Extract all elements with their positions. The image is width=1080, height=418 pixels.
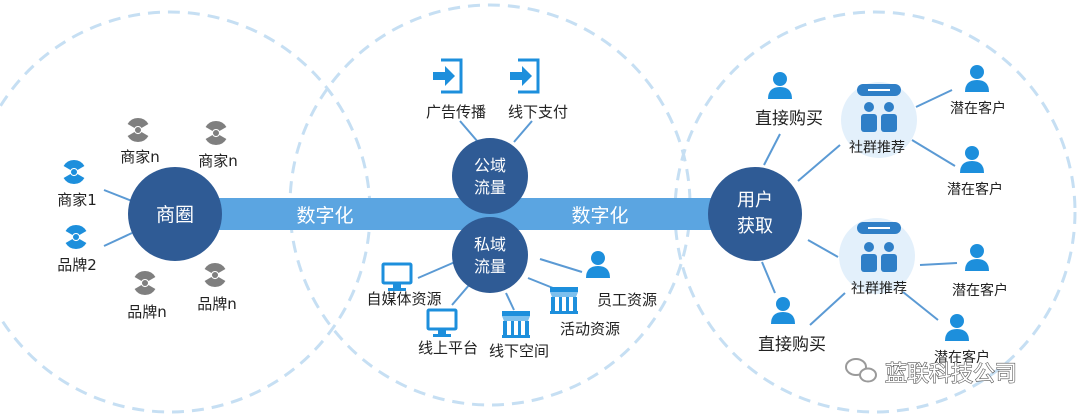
channel-advertising: 广告传播 [426,58,486,121]
watermark-text: 蓝联科技公司 [885,362,1017,387]
group-referral-label: 社群推荐 [849,140,905,156]
group-referral-top: 社群推荐 [841,82,917,158]
hub-user-line2: 获取 [737,216,773,237]
person-gray-icon [204,263,226,288]
channel-label: 线上平台 [418,339,478,357]
monitor-icon [426,308,458,337]
channel-self-media: 自媒体资源 [366,262,442,308]
person-blue-icon [63,160,85,185]
enter-arrow-icon [433,58,463,94]
hub-public-line2: 流量 [474,178,506,197]
people-group-icon [861,242,897,272]
channel-label: 线下空间 [489,342,549,360]
person-icon [771,297,795,324]
channel-staff-resources: 员工资源 [586,251,657,309]
person-icon [945,314,969,341]
person-icon [768,72,792,99]
person-gray-icon [205,121,227,146]
channel-event-resources: 活动资源 [550,287,620,338]
prospect-4: 潜在客户 [934,314,990,366]
hub-user-line1: 用户 [737,190,773,211]
merchant-label: 商家1 [57,191,97,209]
prospect-1: 潜在客户 [950,65,1006,117]
person-icon [960,146,984,173]
people-group-icon [861,102,897,132]
middle-edges [417,120,583,311]
enter-arrow-icon [510,58,540,94]
hub-private-line1: 私域 [474,235,506,254]
prospect-label: 潜在客户 [950,100,1006,117]
storefront-icon [550,287,578,314]
right-edges [761,89,958,326]
channel-offline-payment: 线下支付 [508,58,568,121]
direct-purchase-bottom: 直接购买 [758,297,826,355]
prospect-label: 潜在客户 [934,349,990,366]
hub-private-traffic [452,217,528,293]
prospect-3: 潜在客户 [952,244,1008,299]
brand-label: 品牌2 [57,256,97,274]
prospect-label: 潜在客户 [947,181,1003,198]
left-edges [103,189,133,247]
person-icon [965,244,989,271]
merchant-1: 商家1 [57,160,97,209]
band-label-right: 数字化 [571,205,628,227]
monitor-icon [381,262,413,291]
person-gray-icon [127,118,149,143]
merchant-label: 商家n [198,152,238,170]
channel-label: 员工资源 [597,291,657,309]
channel-label: 活动资源 [560,320,620,338]
brand-2: 品牌2 [57,225,97,274]
merchant-n-2: 商家n [198,121,238,170]
hub-public-line1: 公域 [474,156,506,175]
person-gray-icon [134,271,156,296]
hub-public-traffic [452,138,528,214]
hub-user-acquisition [708,167,802,261]
person-icon [586,251,610,278]
merchant-n-1: 商家n [120,118,160,166]
person-icon [965,65,989,92]
direct-purchase-label: 直接购买 [755,109,823,129]
group-referral-bottom: 社群推荐 [839,218,915,297]
chat-bubble-icon [857,222,901,234]
hub-private-line2: 流量 [474,257,506,276]
prospect-label: 潜在客户 [952,282,1008,299]
brand-n-1: 品牌n [127,271,167,321]
hub-business-district-label: 商圈 [156,204,194,226]
channel-offline-space: 线下空间 [489,311,549,360]
channel-online-platform: 线上平台 [418,308,478,357]
channel-label: 广告传播 [426,103,486,121]
direct-purchase-label: 直接购买 [758,335,826,355]
direct-purchase-top: 直接购买 [755,72,823,129]
person-blue-icon [65,225,87,250]
watermark: 蓝联科技公司 [845,358,1018,388]
group-referral-label: 社群推荐 [851,281,907,297]
wechat-icon [845,358,877,383]
channel-label: 线下支付 [508,103,568,121]
brand-label: 品牌n [127,303,167,321]
prospect-2: 潜在客户 [947,146,1003,198]
chat-bubble-icon [857,84,901,96]
channel-label: 自媒体资源 [366,290,441,308]
storefront-icon [502,311,530,338]
merchant-label: 商家n [120,148,160,166]
band-label-left: 数字化 [296,205,353,227]
hub-business-district [128,167,222,261]
brand-label: 品牌n [197,295,237,313]
brand-n-2: 品牌n [197,263,237,313]
